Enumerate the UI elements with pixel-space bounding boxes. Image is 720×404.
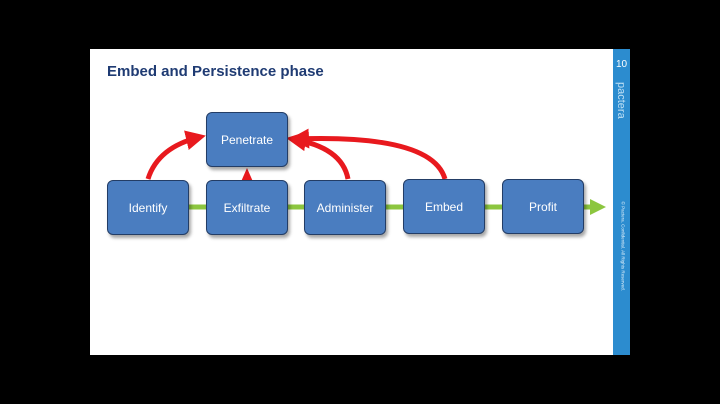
- flow-arrow-head: [590, 199, 606, 215]
- node-identify: Identify: [107, 180, 189, 235]
- arrow-administer-to-penetrate: [286, 131, 351, 180]
- node-administer: Administer: [304, 180, 386, 235]
- arrow-embed-to-penetrate: [289, 128, 448, 180]
- node-exfiltrate: Exfiltrate: [206, 180, 288, 235]
- node-embed: Embed: [403, 179, 485, 234]
- slide: Embed and Persistence phase Penetrate Id…: [90, 49, 630, 355]
- page-number: 10: [615, 59, 628, 70]
- node-penetrate: Penetrate: [206, 112, 288, 167]
- arrow-identify-to-penetrate: [145, 130, 206, 180]
- node-profit: Profit: [502, 179, 584, 234]
- slide-title: Embed and Persistence phase: [107, 63, 324, 80]
- brand-sidebar: 10 pactera © Pactera. Confidential. All …: [613, 49, 630, 355]
- copyright-text: © Pactera. Confidential. All Rights Rese…: [620, 201, 626, 291]
- brand-logo: pactera: [615, 82, 627, 119]
